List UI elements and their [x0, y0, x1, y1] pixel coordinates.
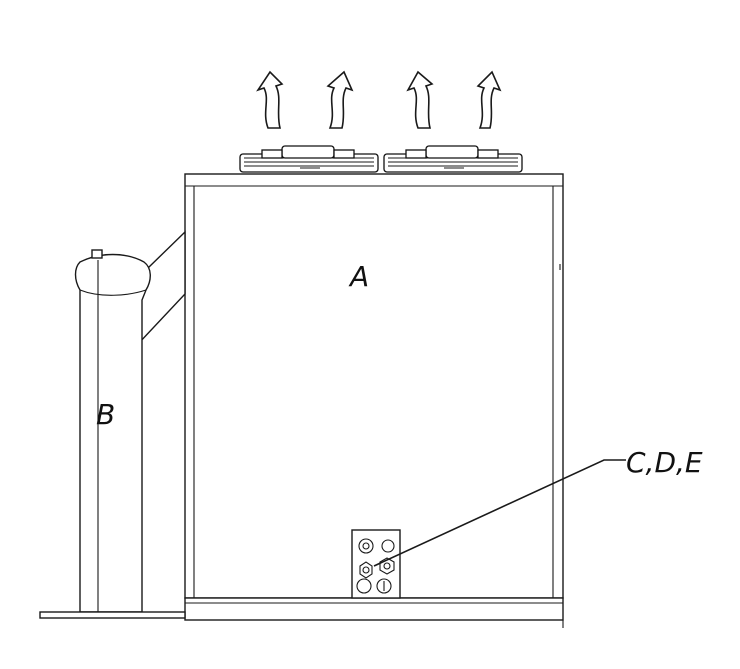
- fan-left: [239, 145, 379, 173]
- cabinet-unit: [184, 173, 564, 599]
- airflow-arrow-3: [406, 70, 434, 129]
- cabinet-base: [184, 597, 564, 628]
- connection-panel: [351, 529, 401, 599]
- label-b: B: [96, 398, 115, 431]
- airflow-arrows: [256, 70, 502, 129]
- column-b: [39, 249, 186, 619]
- leader-line-cde: [373, 459, 626, 567]
- label-a: A: [348, 260, 369, 293]
- fan-right: [383, 145, 523, 173]
- label-cde: C,D,E: [626, 446, 703, 479]
- airflow-arrow-2: [326, 70, 354, 129]
- airflow-arrow-4: [476, 70, 502, 129]
- airflow-arrow-1: [256, 70, 284, 129]
